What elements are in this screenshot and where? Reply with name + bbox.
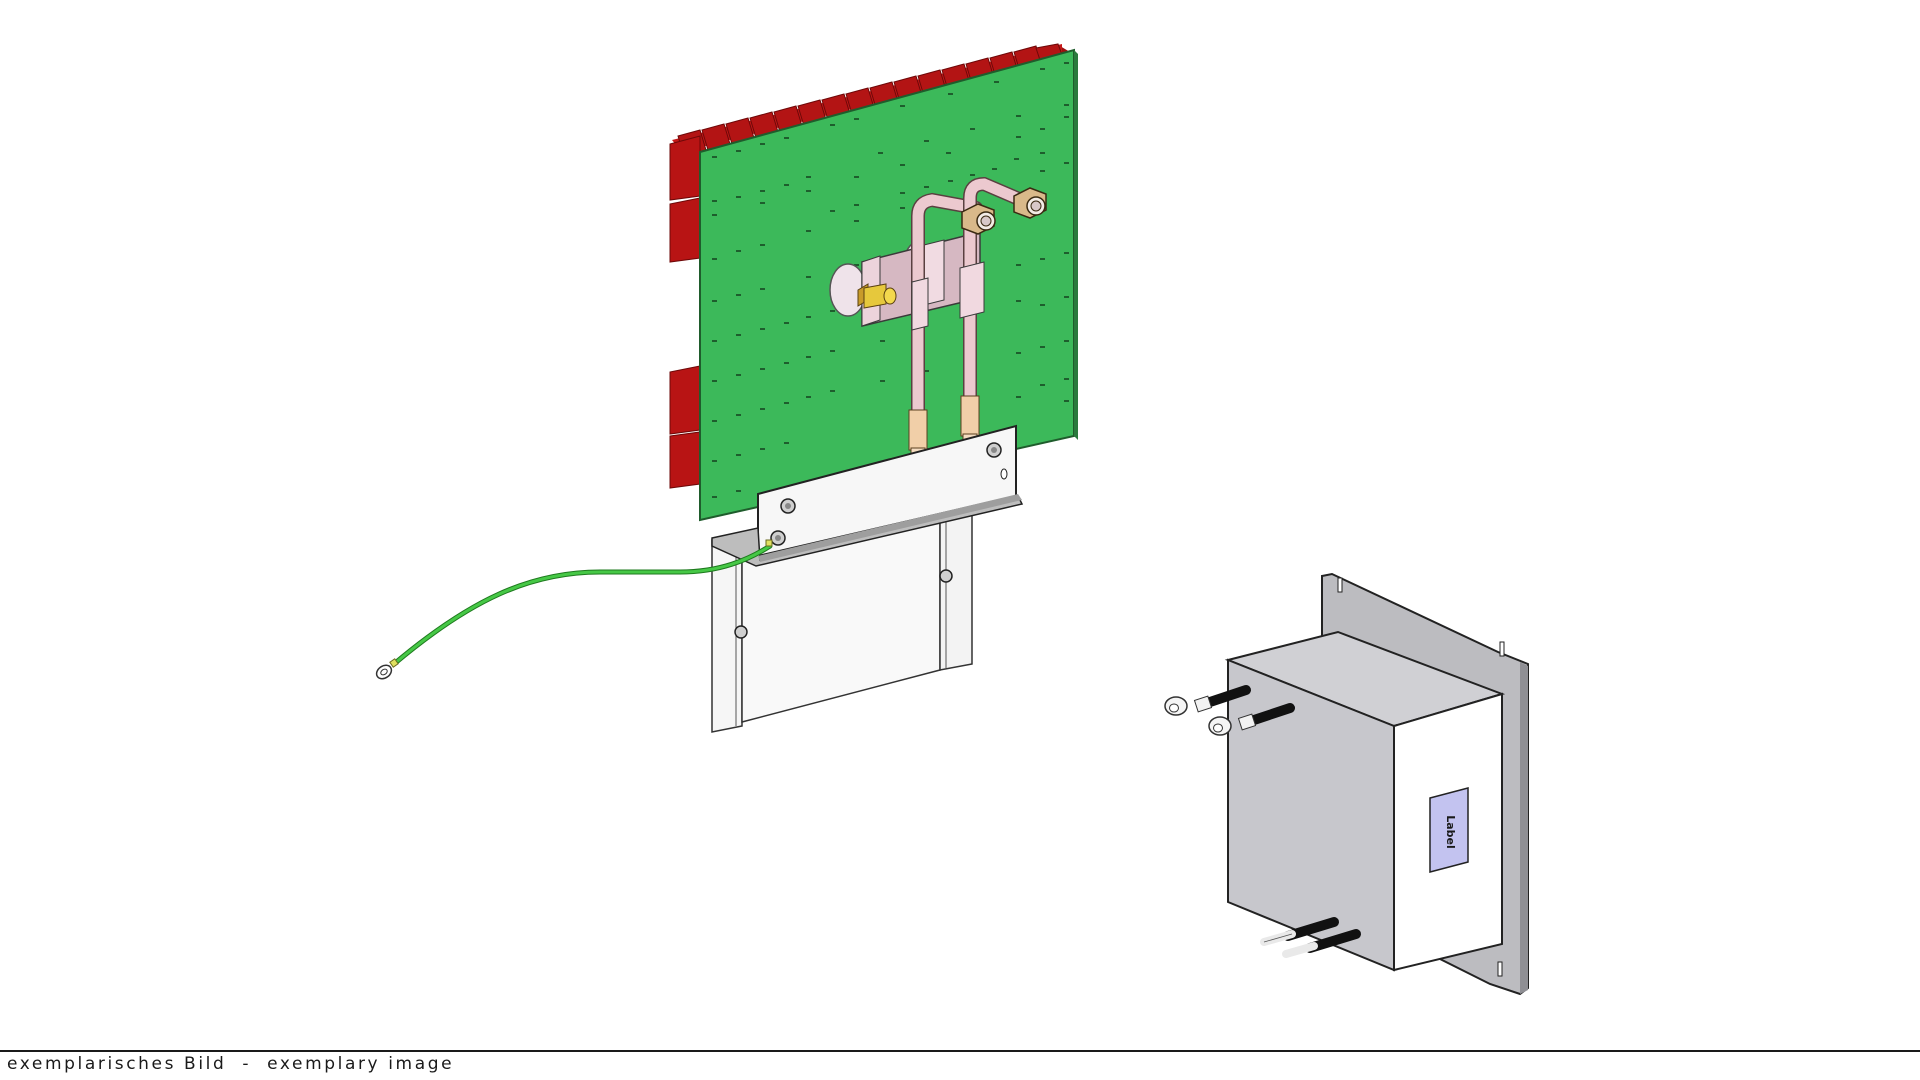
footer-rule xyxy=(0,1050,1920,1052)
pipe-fitting-right-icon xyxy=(1013,187,1047,219)
upper-leads xyxy=(1164,685,1295,736)
product-label: Label xyxy=(1429,787,1469,873)
cad-illustration: Label xyxy=(375,43,1529,996)
pipe-clamp xyxy=(911,277,929,331)
image-caption: exemplarisches Bild - exemplary image xyxy=(7,1054,455,1074)
filter-module: Label xyxy=(1164,572,1529,996)
ring-terminal-icon xyxy=(375,664,393,680)
lower-leads xyxy=(1260,917,1361,958)
ground-wire xyxy=(375,539,773,680)
pipe-clamp xyxy=(959,261,985,319)
brass-terminal-icon xyxy=(857,283,897,309)
coolant-pipes xyxy=(911,176,1033,471)
pcb-assembly xyxy=(669,43,1078,733)
pipe-fitting-left-icon xyxy=(961,203,996,235)
label-text: Label xyxy=(1444,815,1457,849)
